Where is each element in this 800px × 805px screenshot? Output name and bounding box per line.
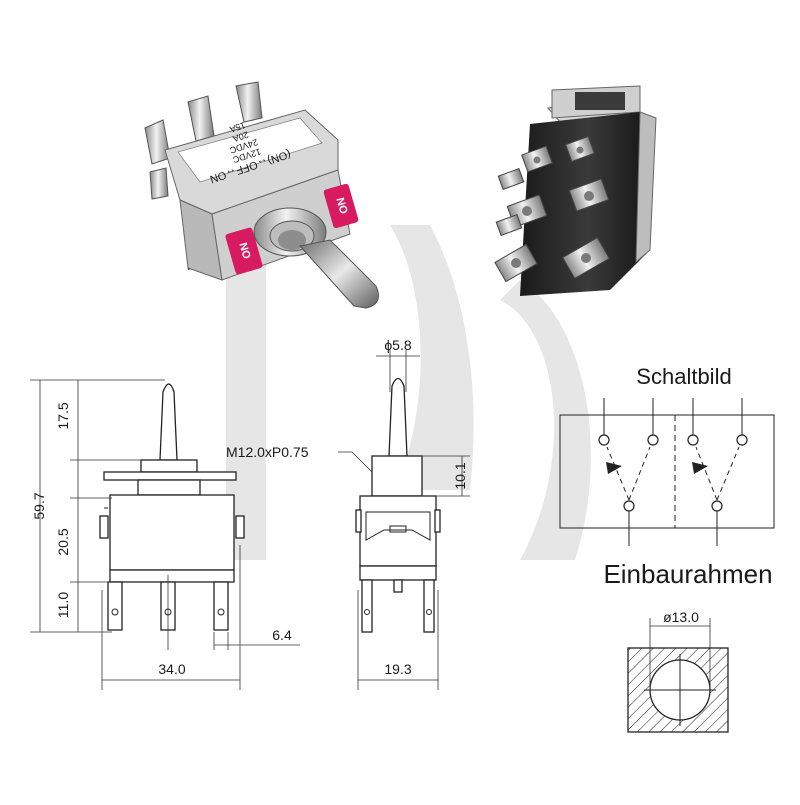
switch-photo-rear bbox=[494, 85, 657, 296]
contact-1 bbox=[598, 434, 610, 446]
toggle-lever bbox=[299, 239, 379, 309]
on-tag-right: ON bbox=[323, 183, 359, 229]
contact-2 bbox=[647, 434, 659, 446]
side-lever bbox=[388, 377, 408, 457]
front-view-drawing bbox=[99, 383, 245, 650]
panel-cutout-drawing bbox=[627, 618, 729, 733]
dim-width-front: 34.0 bbox=[158, 661, 185, 677]
on-tag-left: ON bbox=[225, 227, 263, 275]
dim-total-height: 59.7 bbox=[31, 492, 47, 519]
common-right bbox=[711, 500, 723, 512]
dim-lever-height: 17.5 bbox=[55, 402, 71, 429]
front-dimension-lines bbox=[30, 379, 300, 690]
dim-thread: M12.0xP0.75 bbox=[226, 444, 309, 460]
schematic-frame bbox=[559, 414, 775, 529]
dim-width-side: 19.3 bbox=[384, 661, 411, 677]
side-bushing bbox=[371, 455, 423, 497]
schematic-diagram bbox=[559, 398, 775, 546]
dim-body-height: 20.5 bbox=[55, 528, 71, 555]
common-left bbox=[623, 500, 635, 512]
side-view-drawing bbox=[355, 377, 441, 633]
label-line-5: 15A bbox=[228, 120, 246, 134]
dim-terminal-width: 6.4 bbox=[272, 627, 292, 643]
cutout-title: Einbaurahmen bbox=[603, 559, 772, 589]
side-housing bbox=[359, 495, 437, 567]
svg-text:ON: ON bbox=[335, 196, 351, 215]
svg-text:ON: ON bbox=[238, 241, 254, 260]
dim-toggle-diameter: ϕ5.8 bbox=[384, 337, 412, 353]
terminal-tabs bbox=[144, 81, 263, 200]
dim-side-height: 10.1 bbox=[452, 462, 468, 489]
switch-photo-front: (ON)↔OFF↔ON 12VDC 24VDC 20A 15A ON ON bbox=[144, 81, 379, 309]
dim-hole-diameter: ø13.0 bbox=[663, 609, 699, 625]
contact-3 bbox=[687, 434, 699, 446]
schematic-title: Schaltbild bbox=[636, 364, 731, 389]
momentary-arrow-right bbox=[692, 462, 708, 474]
front-bushing bbox=[140, 459, 198, 473]
side-dimension-lines bbox=[338, 350, 470, 690]
front-lever bbox=[159, 383, 178, 461]
dim-terminal-height: 11.0 bbox=[55, 592, 71, 618]
contact-4 bbox=[736, 434, 748, 446]
label-line-4: 20A bbox=[232, 129, 250, 143]
front-housing bbox=[109, 494, 235, 571]
momentary-arrow-left bbox=[606, 462, 622, 474]
